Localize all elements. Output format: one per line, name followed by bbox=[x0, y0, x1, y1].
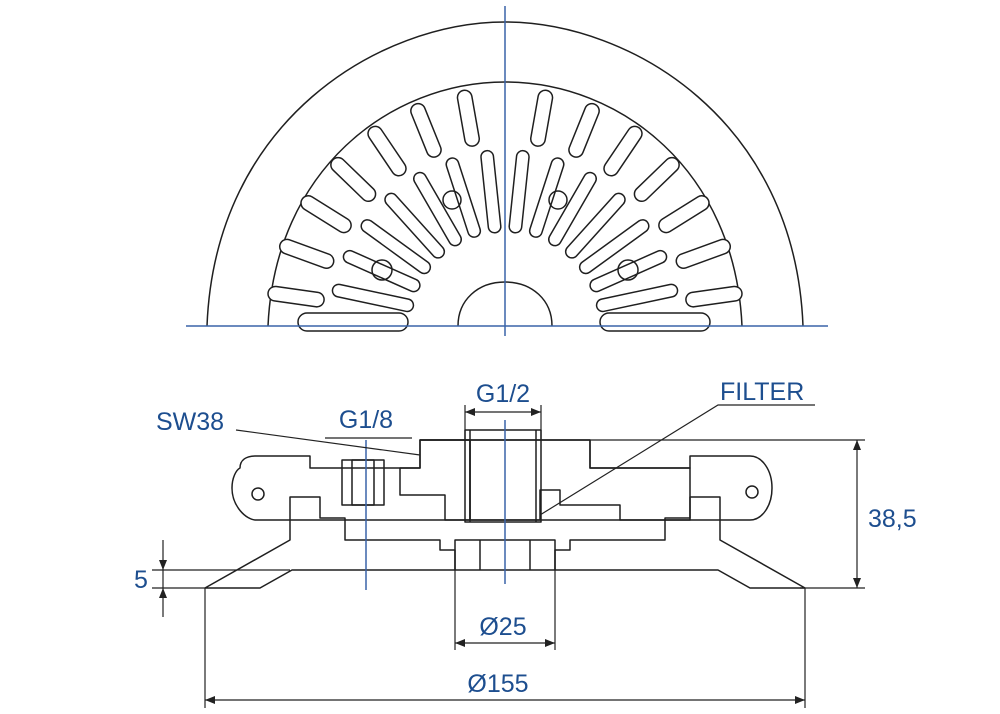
radial-slot-inner-15 bbox=[509, 151, 529, 233]
label-filter: FILTER bbox=[720, 378, 804, 406]
radial-slot-inner-26 bbox=[333, 285, 413, 311]
radial-slot-inner-24 bbox=[344, 251, 420, 291]
radial-slot-inner-2 bbox=[411, 104, 441, 157]
radial-slot-inner-17 bbox=[530, 158, 564, 237]
label-height: 38,5 bbox=[868, 505, 917, 533]
radial-slot-inner-4 bbox=[368, 127, 406, 175]
hole-right-mid bbox=[548, 190, 568, 210]
radial-slot-inner-6 bbox=[331, 158, 375, 201]
radial-slot-inner-11 bbox=[677, 240, 730, 268]
filter-leader bbox=[539, 404, 815, 516]
arrowhead-0 bbox=[465, 408, 475, 416]
label-d155: Ø155 bbox=[467, 670, 528, 698]
radial-slot-inner-13 bbox=[686, 287, 742, 307]
radial-slot-inner-9 bbox=[659, 196, 709, 232]
dimensions: G1/2 G1/8 SW38 FILTER 38,5 5 Ø25 Ø155 bbox=[134, 378, 917, 708]
radial-slot-inner-12 bbox=[268, 287, 324, 307]
base-slot-right bbox=[599, 312, 711, 332]
base-plate bbox=[231, 439, 773, 521]
sw-leader bbox=[235, 429, 421, 456]
radial-slot-inner-0 bbox=[458, 91, 479, 146]
label-sw: SW38 bbox=[156, 408, 224, 436]
hole-right-outer bbox=[617, 259, 639, 281]
radial-slot-inner-7 bbox=[635, 158, 679, 201]
radial-slot-inner-14 bbox=[481, 151, 501, 233]
arrowhead-1 bbox=[531, 408, 541, 416]
radial-slot-inner-1 bbox=[531, 91, 552, 146]
suction-cup-right bbox=[554, 496, 806, 589]
arrowhead-2 bbox=[455, 639, 465, 647]
top-view bbox=[186, 6, 828, 336]
radial-slot-inner-19 bbox=[549, 173, 596, 245]
arrowhead-6 bbox=[853, 440, 861, 450]
radial-slot-inner-5 bbox=[604, 127, 642, 175]
label-g12: G1/2 bbox=[476, 380, 530, 408]
suction-cup-left bbox=[204, 496, 456, 589]
arrowhead-4 bbox=[205, 696, 215, 704]
arrowhead-8 bbox=[159, 560, 167, 570]
label-d25: Ø25 bbox=[479, 613, 526, 641]
arrowhead-5 bbox=[795, 696, 805, 704]
radial-slot-inner-8 bbox=[301, 196, 351, 232]
arrowhead-9 bbox=[159, 588, 167, 598]
radial-slot-inner-18 bbox=[414, 173, 461, 245]
arrowhead-3 bbox=[545, 639, 555, 647]
radial-slot-inner-22 bbox=[361, 220, 430, 273]
radial-slot-inner-27 bbox=[597, 285, 677, 311]
radial-slot-inner-21 bbox=[566, 194, 625, 258]
port-g18-bore bbox=[351, 459, 375, 506]
label-g18: G1/8 bbox=[339, 406, 393, 434]
central-fitting bbox=[419, 439, 691, 521]
label-lip: 5 bbox=[134, 566, 148, 594]
radial-slot-inner-16 bbox=[446, 158, 480, 237]
fitting-left-block bbox=[399, 439, 471, 521]
base-slot-left bbox=[297, 312, 409, 332]
radial-slot-inner-25 bbox=[590, 251, 666, 291]
mount-hole-left bbox=[251, 487, 265, 501]
arrowhead-7 bbox=[853, 578, 861, 588]
mount-hole-right bbox=[745, 485, 759, 499]
radial-slot-inner-20 bbox=[385, 194, 444, 258]
radial-slot-inner-23 bbox=[580, 220, 649, 273]
port-g18-body bbox=[341, 459, 385, 506]
thread-bore-g12 bbox=[464, 429, 542, 523]
arrowheads bbox=[159, 408, 861, 704]
radial-slots bbox=[267, 89, 743, 313]
hole-left-outer bbox=[371, 259, 393, 281]
section-view bbox=[204, 420, 806, 590]
radial-slot-inner-10 bbox=[280, 240, 333, 268]
radial-slot-inner-3 bbox=[569, 104, 599, 157]
hole-left-mid bbox=[442, 190, 462, 210]
